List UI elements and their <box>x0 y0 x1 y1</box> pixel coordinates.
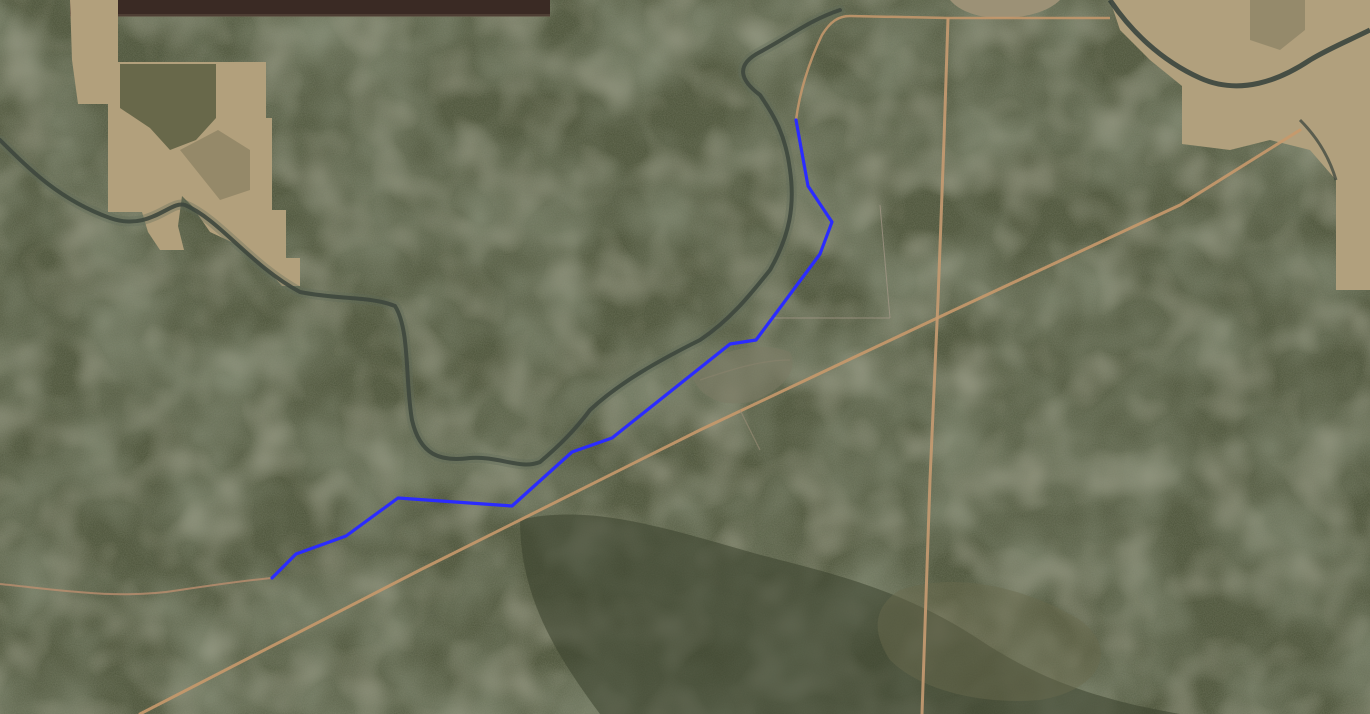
road-diagonal <box>138 128 1302 714</box>
road-north-south <box>920 17 950 714</box>
farmland-east <box>1110 0 1370 290</box>
fence-line <box>770 204 891 319</box>
farmland-west-paddock-2 <box>180 130 250 200</box>
river-east-loop <box>1298 118 1338 181</box>
river-main-west-bank <box>0 5 845 470</box>
farmland-west-paddock <box>120 64 216 150</box>
dark-lowland-south <box>520 514 1180 714</box>
river-main-west <box>0 8 842 467</box>
light-clearing-southeast <box>877 581 1101 701</box>
settlement-clearing <box>690 346 793 404</box>
route-line[interactable] <box>270 118 834 580</box>
river-east <box>1107 0 1370 89</box>
imagery-seam-strip <box>70 0 550 16</box>
road-north-bend <box>794 14 1110 121</box>
farmland-northcentre <box>950 0 1060 18</box>
farmland-east-patch <box>1250 0 1305 50</box>
imagery-seam-strip-edge <box>70 14 550 17</box>
road-west-track <box>0 577 273 596</box>
